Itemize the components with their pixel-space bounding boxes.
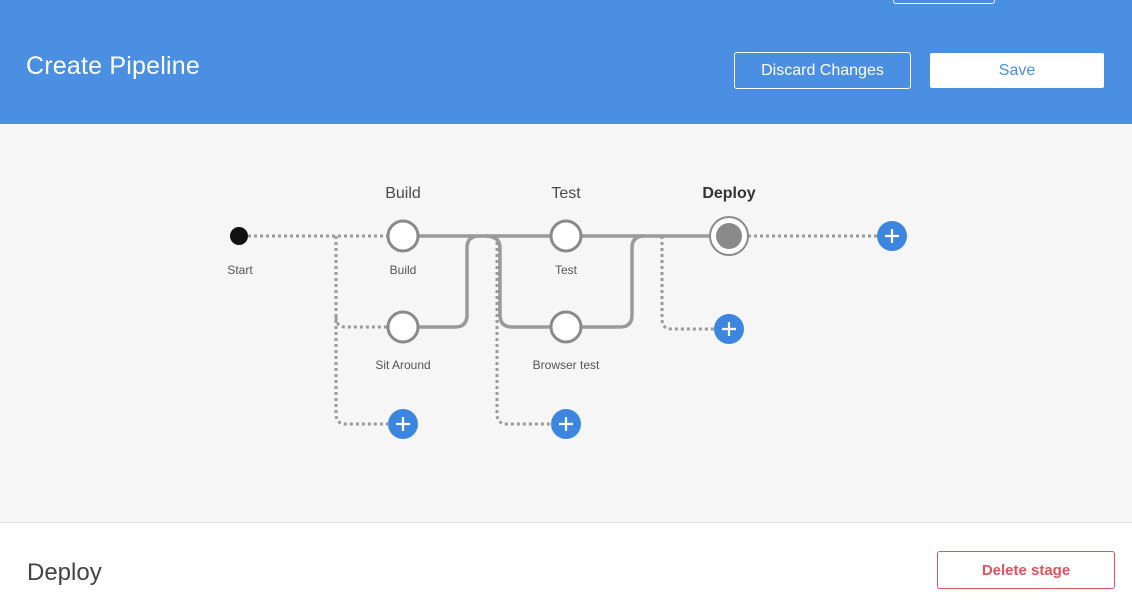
plus-icon (559, 417, 573, 431)
header-top-button[interactable] (893, 0, 995, 4)
stage-title-build[interactable]: Build (385, 185, 421, 202)
browser-test-fork-connector (484, 234, 550, 329)
build-add-branch-connector (334, 236, 388, 426)
plus-icon (885, 229, 899, 243)
build-parallel-connector (334, 316, 388, 329)
node-label-sit-around: Sit Around (375, 358, 431, 372)
add-stage-button[interactable] (877, 221, 907, 251)
add-branch-build-button[interactable] (388, 409, 418, 439)
discard-changes-button[interactable]: Discard Changes (734, 52, 911, 89)
selected-stage-title: Deploy (27, 559, 102, 586)
start-dot-icon (230, 227, 248, 245)
node-label-test: Test (554, 263, 578, 277)
plus-icon (396, 417, 410, 431)
sit-around-node[interactable] (386, 310, 420, 344)
plus-icon (722, 322, 736, 336)
browser-test-merge-connector (582, 234, 645, 329)
dashed-connectors (248, 234, 877, 426)
deploy-add-branch-connector (660, 236, 714, 331)
sit-around-merge-connector (419, 234, 480, 329)
save-button[interactable]: Save (930, 53, 1104, 88)
stage-title-test[interactable]: Test (551, 185, 581, 202)
solid-connectors (419, 234, 712, 329)
page-title: Create Pipeline (26, 52, 200, 80)
start-label: Start (227, 263, 253, 277)
browser-test-node[interactable] (549, 310, 583, 344)
test-add-branch-connector (495, 236, 550, 426)
delete-stage-button[interactable]: Delete stage (937, 551, 1115, 589)
build-node[interactable] (386, 219, 420, 253)
pipeline-canvas: Build Test Deploy Start Build Sit Around… (0, 124, 1132, 523)
node-label-build: Build (389, 263, 417, 277)
stage-title-deploy[interactable]: Deploy (702, 185, 756, 202)
add-branch-deploy-button[interactable] (714, 314, 744, 344)
pipeline-graph (230, 216, 907, 439)
app-header: Create Pipeline Discard Changes Save (0, 0, 1132, 124)
deploy-node[interactable] (709, 216, 749, 256)
stage-details-panel: Deploy Delete stage (0, 523, 1132, 610)
node-label-browser-test: Browser test (532, 358, 600, 372)
add-branch-test-button[interactable] (551, 409, 581, 439)
test-node[interactable] (549, 219, 583, 253)
